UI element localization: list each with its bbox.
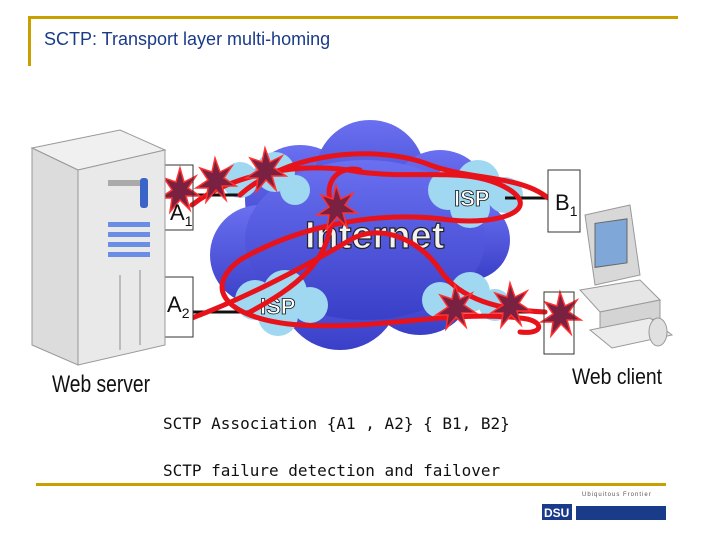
failure-burst [243, 145, 289, 195]
svg-text:B1: B1 [555, 190, 578, 219]
slide-title: SCTP: Transport layer multi-homing [44, 29, 331, 49]
svg-text:A2: A2 [167, 292, 190, 321]
failure-burst [433, 282, 479, 332]
a1-label: A [170, 200, 185, 225]
client-computer-icon [579, 204, 674, 349]
failure-burst [488, 280, 534, 330]
sctp-paths [189, 151, 551, 335]
svg-text:A1: A1 [170, 200, 193, 229]
b1-label: B [555, 190, 570, 215]
university-logo: Ubiquitous Frontier DSU [542, 492, 666, 520]
a2-label: A [167, 292, 182, 317]
server-icon [30, 129, 167, 366]
failure-burst [314, 182, 360, 232]
failure-burst [538, 289, 584, 339]
failure-burst [193, 155, 239, 205]
b1-subscript: 1 [570, 203, 578, 219]
logo-brand: DSU [544, 506, 569, 520]
a2-subscript: 2 [182, 305, 190, 321]
a2-interface-box [162, 276, 194, 338]
logo-tagline: Ubiquitous Frontier [582, 492, 652, 498]
b1-interface-box [547, 169, 581, 233]
b2-interface-box [543, 291, 575, 355]
caption-failover: SCTP failure detection and failover [163, 461, 501, 480]
isp-top-label: ISP [454, 186, 489, 211]
web-client-label: Web client [572, 364, 662, 389]
a1-subscript: 1 [185, 213, 193, 229]
web-server-label: Web server [52, 371, 150, 398]
title-frame [28, 16, 678, 66]
isp-cloud-top [428, 160, 523, 228]
bottom-rule [36, 483, 666, 486]
caption-association: SCTP Association {A1 , A2} { B1, B2} [163, 414, 510, 433]
